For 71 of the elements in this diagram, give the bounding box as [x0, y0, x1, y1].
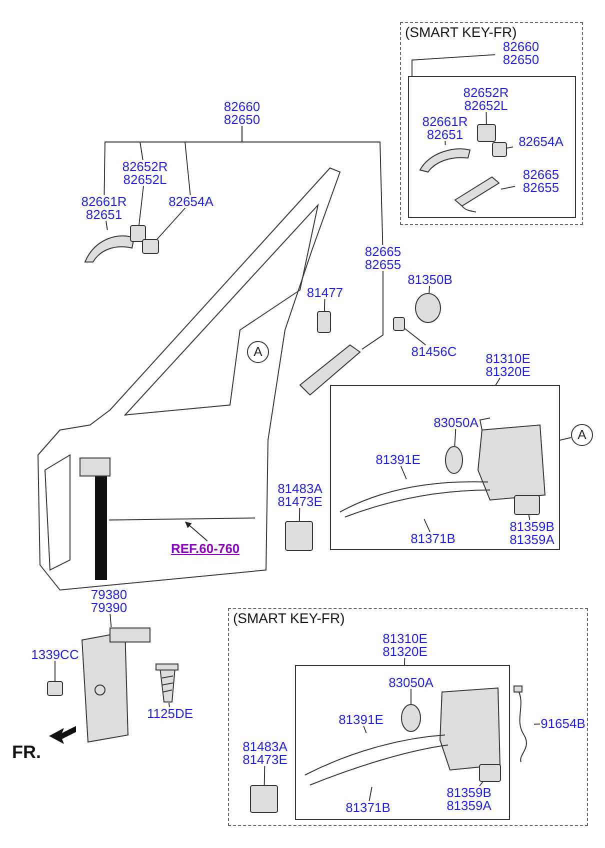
direction-label: FR.: [12, 742, 41, 763]
connector-line: [156, 208, 186, 240]
part-number: 81359B 81359A: [440, 786, 498, 812]
connector-line: [428, 286, 430, 294]
reference-label: REF.60-760: [171, 541, 261, 556]
dashed-frame: [228, 608, 588, 826]
connector-line: [264, 766, 266, 786]
leader-line: [362, 270, 384, 350]
part-number: 91654B: [540, 717, 586, 730]
connector-line: [410, 688, 412, 704]
connector-line: [404, 658, 406, 666]
part-number: 1339CC: [26, 648, 84, 661]
connector-line: [506, 146, 514, 149]
leader-line: [168, 702, 170, 708]
part-number: 82654A: [513, 135, 569, 148]
part-number: 81371B: [405, 532, 461, 545]
part-number: 81477: [305, 286, 345, 299]
leader-line: [368, 786, 372, 802]
dashed-frame: [400, 22, 583, 225]
part-number: 81391E: [370, 453, 426, 466]
part-number: 82660 82650: [495, 40, 547, 66]
leader-line: [500, 186, 516, 190]
part-number: 81350B: [403, 273, 457, 286]
part-number: 81391E: [333, 713, 389, 726]
part-number: 79380 79390: [83, 588, 135, 614]
reference-circle: A: [247, 341, 269, 363]
part-number: 82665 82655: [357, 245, 409, 271]
part-number: 82665 82655: [515, 168, 567, 194]
connector-line: [324, 298, 326, 312]
pointer-arrow: [185, 522, 208, 542]
part-number: 81456C: [406, 345, 462, 358]
leader-line: [444, 140, 446, 146]
part-number: 83050A: [383, 676, 439, 689]
part-number: 82661R 82651: [77, 195, 131, 221]
assembly-frame: [295, 665, 510, 820]
connector-line: [486, 112, 487, 124]
assembly-frame: [408, 76, 576, 218]
part-number: 82652R 82652L: [458, 86, 514, 112]
leader-line: [184, 126, 242, 196]
part-number: 83050A: [428, 416, 484, 429]
connector-line: [54, 660, 56, 682]
connector-line: [298, 508, 300, 522]
connector-line: [412, 54, 496, 76]
frame-title: (SMART KEY-FR): [405, 24, 517, 40]
part-number: 81483A 81473E: [236, 740, 294, 766]
connector-line: [560, 437, 572, 441]
leader-line: [534, 724, 540, 725]
leader-line: [363, 726, 367, 734]
part-number: 82660 82650: [216, 100, 268, 126]
leader-line: [106, 220, 108, 230]
connector-line: [495, 378, 500, 386]
connector-line: [454, 428, 456, 446]
part-number: 81310E 81320E: [376, 632, 434, 658]
part-number: 81359B 81359A: [503, 520, 561, 546]
part-number: 82654A: [163, 195, 219, 208]
part-number: 81310E 81320E: [480, 352, 536, 378]
connector-line: [479, 782, 484, 786]
leader-line: [110, 614, 112, 628]
leader-line: [400, 466, 407, 480]
part-number: 1125DE: [141, 707, 199, 720]
part-number: 82652R 82652L: [117, 160, 173, 186]
reference-circle: A: [571, 424, 593, 446]
part-number: 81371B: [340, 801, 396, 814]
assembly-frame: [330, 385, 560, 550]
part-number: 82661R 82651: [418, 115, 472, 141]
connector-line: [404, 328, 426, 346]
connector-line: [528, 514, 530, 520]
part-number: 81483A 81473E: [271, 482, 329, 508]
leader-line: [424, 518, 430, 532]
connector-line: [138, 186, 144, 226]
frame-title: (SMART KEY-FR): [233, 610, 345, 626]
